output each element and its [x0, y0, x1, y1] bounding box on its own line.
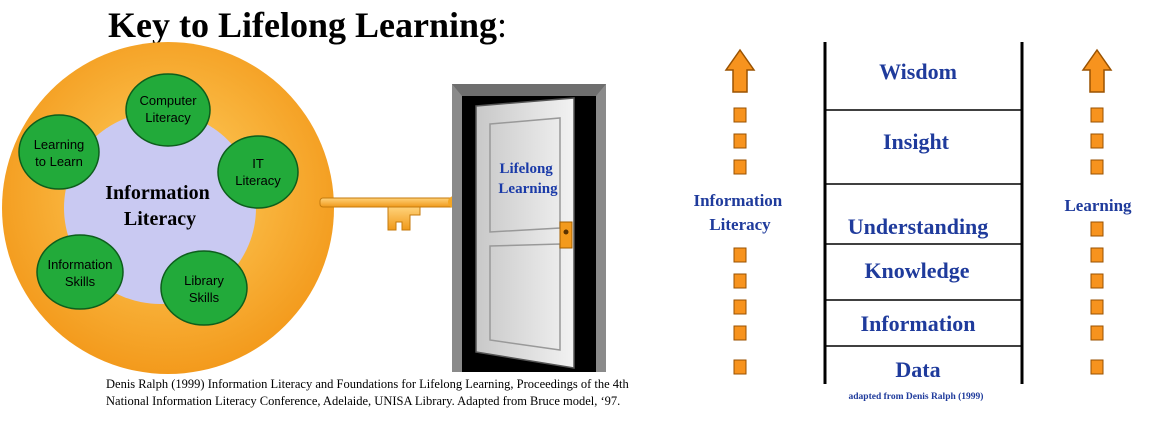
- level-insight: Insight: [883, 129, 950, 154]
- level-knowledge: Knowledge: [864, 258, 969, 283]
- level-information: Information: [861, 311, 976, 336]
- page-title: Key to Lifelong Learning:: [108, 4, 507, 46]
- hierarchy-credit: adapted from Denis Ralph (1999): [849, 391, 984, 402]
- door-label: Lifelong Learning: [498, 161, 558, 197]
- level-data: Data: [895, 357, 940, 382]
- citation: Denis Ralph (1999) Information Literacy …: [106, 377, 629, 408]
- hierarchy-diagram: Information Literacy Wisdom Insight Unde…: [693, 42, 1132, 402]
- information-literacy-label: Information Literacy: [693, 191, 786, 234]
- level-wisdom: Wisdom: [879, 59, 957, 84]
- learning-label: Learning: [1064, 196, 1132, 215]
- door-icon: [452, 84, 606, 372]
- title-colon: :: [497, 5, 508, 45]
- center-label: Information Literacy: [105, 182, 214, 230]
- right-up-arrow-icon: [1081, 48, 1113, 375]
- left-up-arrow-icon: [724, 48, 756, 375]
- key-icon: [319, 196, 460, 231]
- title-text: Key to Lifelong Learning: [108, 5, 497, 45]
- level-understanding: Understanding: [848, 214, 989, 239]
